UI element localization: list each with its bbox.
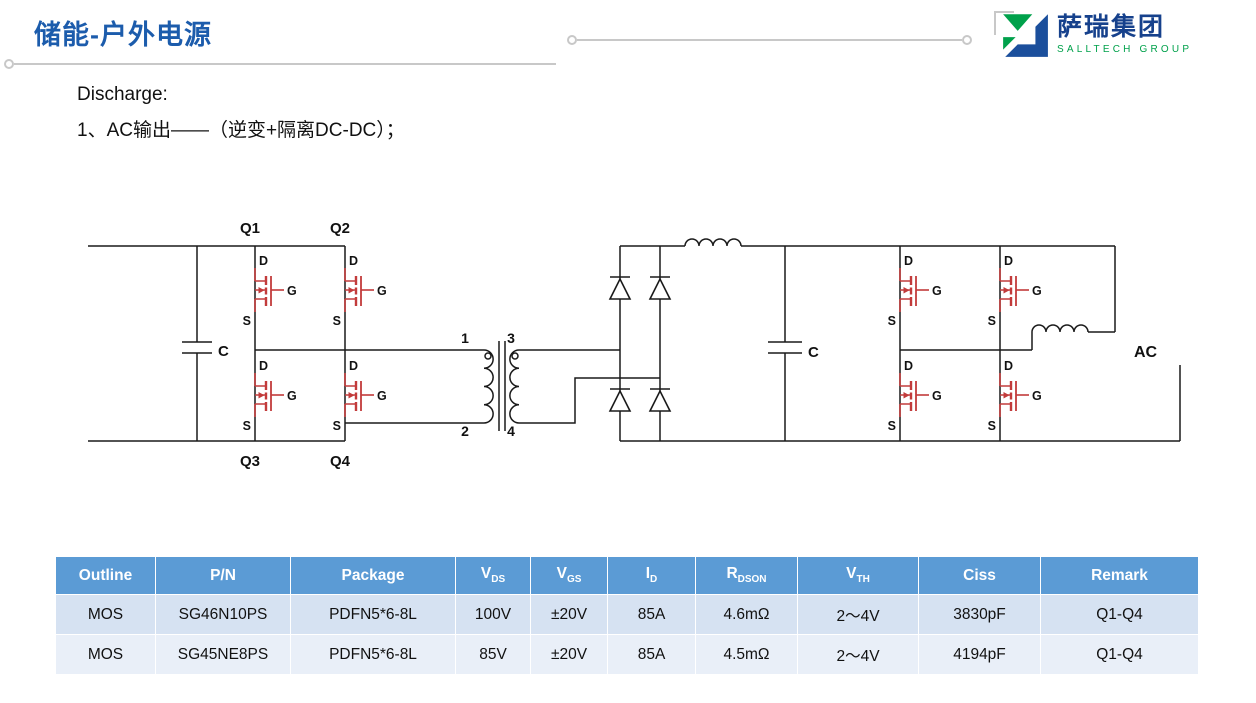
col-header-outline: Outline (55, 556, 156, 595)
label-winding-4: 4 (507, 423, 515, 439)
logo-icon (1003, 14, 1048, 57)
col-header-rdson: RDSON (695, 556, 798, 595)
label-q2-gate: G (377, 284, 387, 298)
mosfet-q1 (253, 266, 286, 314)
table-row: MOS SG45NE8PS PDFN5*6-8L 85V ±20V 85A 4.… (55, 634, 1199, 675)
label-q2: Q2 (330, 220, 350, 237)
circuit-labels: Q1 Q2 Q3 Q4 C C 1 2 3 4 AC D G S D G S D… (218, 220, 1158, 470)
label-q2-source: S (333, 314, 341, 328)
cell-package: PDFN5*6-8L (290, 594, 456, 635)
col-header-package: Package (290, 556, 456, 595)
label-ac-output: AC (1134, 344, 1158, 361)
col-header-vgs: VGS (530, 556, 608, 595)
col-header-pn: P/N (155, 556, 291, 595)
label-q1-source: S (243, 314, 251, 328)
cell-vds: 85V (455, 634, 531, 675)
cell-pn: SG46N10PS (155, 594, 291, 635)
label-winding-3: 3 (507, 330, 515, 346)
cell-vds: 100V (455, 594, 531, 635)
label-inv2-drain: D (1004, 254, 1013, 268)
mosfet-spec-table: Outline P/N Package VDS VGS ID RDSON VTH… (55, 556, 1199, 675)
company-logo: 萨瑞集团 SALLTECH GROUP (1000, 9, 1192, 59)
decor-circle-mid-right (962, 35, 972, 45)
decor-circle-mid-left (567, 35, 577, 45)
label-inv1-drain: D (904, 254, 913, 268)
cell-vgs: ±20V (530, 634, 608, 675)
cell-pn: SG45NE8PS (155, 634, 291, 675)
label-inv3-drain: D (904, 359, 913, 373)
cell-outline: MOS (55, 594, 156, 635)
logo-name-en: SALLTECH GROUP (1057, 43, 1193, 55)
label-q3-gate: G (287, 389, 297, 403)
label-q3-drain: D (259, 359, 268, 373)
mosfet-q3 (253, 371, 286, 419)
mosfet-inv-1 (898, 266, 931, 314)
label-inv3-gate: G (932, 389, 942, 403)
label-inv2-gate: G (1032, 284, 1042, 298)
label-q4-gate: G (377, 389, 387, 403)
label-q3-source: S (243, 419, 251, 433)
cell-vth: 2～4V (797, 634, 919, 675)
mosfet-q4 (343, 371, 376, 419)
mosfet-inv-3 (898, 371, 931, 419)
cell-id: 85A (607, 594, 696, 635)
decor-corner (994, 11, 1014, 35)
cell-rdson: 4.5mΩ (695, 634, 798, 675)
col-header-ciss: Ciss (918, 556, 1041, 595)
col-header-vds: VDS (455, 556, 531, 595)
label-dclink-cap: C (808, 344, 819, 361)
decor-circle-left (4, 59, 14, 69)
label-inv3-source: S (888, 419, 896, 433)
table-header-row: Outline P/N Package VDS VGS ID RDSON VTH… (55, 556, 1199, 595)
circuit-diagram: Q1 Q2 Q3 Q4 C C 1 2 3 4 AC D G S D G S D… (88, 220, 1181, 470)
table-row: MOS SG46N10PS PDFN5*6-8L 100V ±20V 85A 4… (55, 594, 1199, 635)
label-winding-1: 1 (461, 330, 469, 346)
label-q4: Q4 (330, 453, 351, 470)
label-q1: Q1 (240, 220, 260, 237)
mosfet-q2 (343, 266, 376, 314)
label-q1-drain: D (259, 254, 268, 268)
mosfet-inv-4 (998, 371, 1031, 419)
header-decoration (4, 11, 1014, 69)
label-inv4-drain: D (1004, 359, 1013, 373)
col-header-remark: Remark (1040, 556, 1199, 595)
rectifier-diodes (608, 276, 672, 412)
col-header-vth: VTH (797, 556, 919, 595)
cell-ciss: 3830pF (918, 594, 1041, 635)
cell-ciss: 4194pF (918, 634, 1041, 675)
cell-vth: 2～4V (797, 594, 919, 635)
page-title: 储能-户外电源 (34, 20, 212, 50)
ac-output-description: 1、AC输出——（逆变+隔离DC-DC）； (77, 120, 405, 141)
label-inv2-source: S (988, 314, 996, 328)
label-inv4-gate: G (1032, 389, 1042, 403)
mosfet-inv-2 (998, 266, 1031, 314)
label-inv1-source: S (888, 314, 896, 328)
label-q3: Q3 (240, 453, 260, 470)
logo-name-cn: 萨瑞集团 (1057, 13, 1166, 42)
cell-rdson: 4.6mΩ (695, 594, 798, 635)
cell-package: PDFN5*6-8L (290, 634, 456, 675)
discharge-label: Discharge: (77, 84, 168, 105)
cell-remark: Q1-Q4 (1040, 634, 1199, 675)
label-inv1-gate: G (932, 284, 942, 298)
label-winding-2: 2 (461, 423, 469, 439)
cell-remark: Q1-Q4 (1040, 594, 1199, 635)
col-header-id: ID (607, 556, 696, 595)
label-q1-gate: G (287, 284, 297, 298)
cell-vgs: ±20V (530, 594, 608, 635)
cell-id: 85A (607, 634, 696, 675)
mosfet-symbols (253, 266, 1031, 419)
label-q4-drain: D (349, 359, 358, 373)
label-q4-source: S (333, 419, 341, 433)
label-input-cap: C (218, 343, 229, 360)
label-q2-drain: D (349, 254, 358, 268)
cell-outline: MOS (55, 634, 156, 675)
label-inv4-source: S (988, 419, 996, 433)
